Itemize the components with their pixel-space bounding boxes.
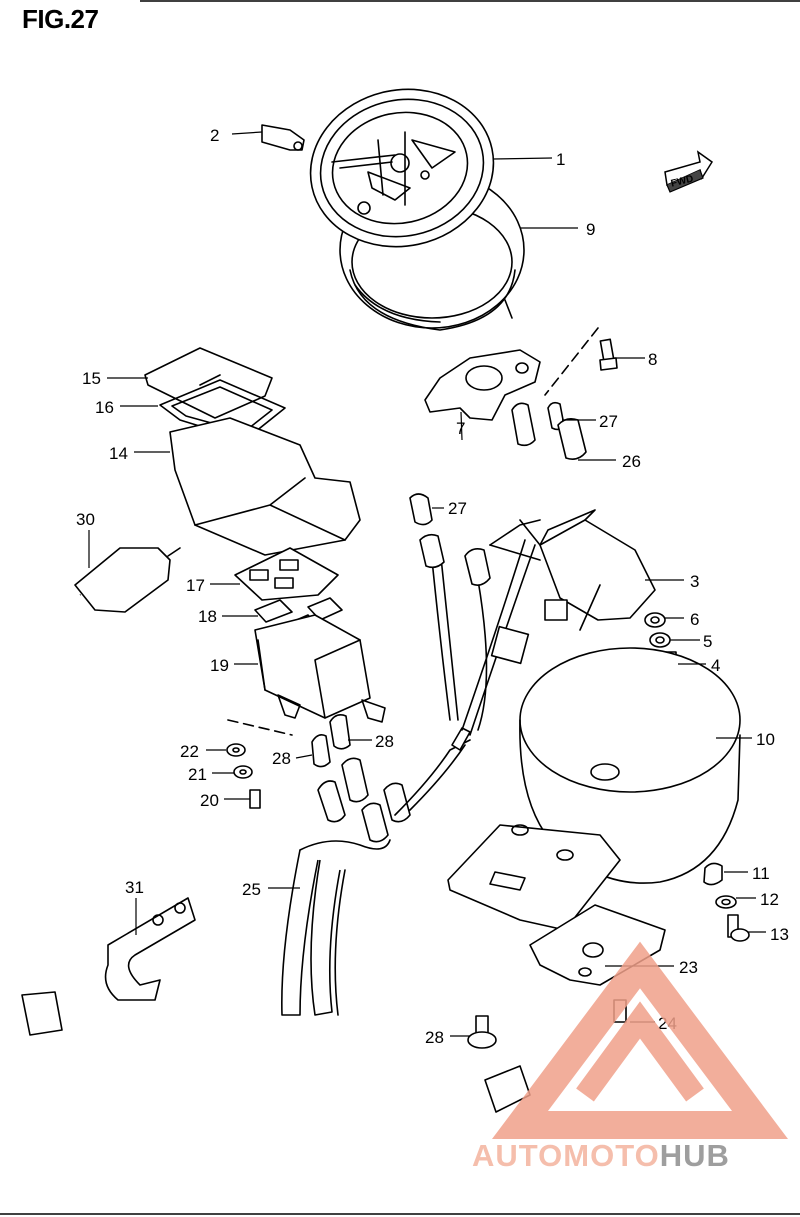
- bolt-part-8: [599, 338, 618, 371]
- bulb-socket-part: [261, 124, 305, 151]
- callout-30: 30: [76, 510, 95, 529]
- callout-4: 4: [711, 656, 720, 675]
- callout-28-left: 28: [272, 749, 291, 768]
- callout-28-right: 28: [375, 732, 394, 751]
- callout-10: 10: [756, 730, 775, 749]
- callout-labels: 2 1 9 8 7 27 26 27 3 6 5 4 10 11 12 13 2…: [76, 126, 789, 1047]
- bolt-part-13: [727, 914, 750, 942]
- callout-29: 28: [425, 1028, 444, 1047]
- callout-25: 25: [242, 880, 261, 899]
- callout-5: 5: [703, 632, 712, 651]
- bulb-part-28-left: [311, 734, 331, 768]
- bulb-part-27-lower: [409, 493, 433, 526]
- washer-part-22: [226, 743, 246, 757]
- watermark-text-part1: AUTOMOTOHUB: [472, 1138, 730, 1173]
- callout-26: 26: [622, 452, 641, 471]
- callout-3: 3: [690, 572, 699, 591]
- callout-23: 23: [679, 958, 698, 977]
- indicator-unit-part-3: [489, 509, 656, 631]
- callout-21: 21: [188, 765, 207, 784]
- callout-22: 22: [180, 742, 199, 761]
- bolt-part-29: [467, 1015, 497, 1049]
- callout-2: 2: [210, 126, 219, 145]
- callout-15: 15: [82, 369, 101, 388]
- callout-8: 8: [648, 350, 657, 369]
- callout-13: 13: [770, 925, 789, 944]
- watermark-hub: HUB: [660, 1138, 730, 1173]
- plate-part-17: [234, 547, 339, 601]
- automotohub-watermark: AUTOMOTOHUB: [472, 941, 788, 1173]
- callout-31: 31: [125, 878, 144, 897]
- washer-part-21: [233, 765, 253, 779]
- callout-17: 17: [186, 576, 205, 595]
- washer-part-12: [715, 895, 737, 909]
- indicator-lens-part-15: [144, 347, 273, 419]
- callout-16: 16: [95, 398, 114, 417]
- grommet-part-11: [703, 862, 723, 886]
- callout-18: 18: [198, 607, 217, 626]
- figure-title: FIG.27: [22, 4, 99, 34]
- wiring-harness-part-25: [281, 519, 541, 1016]
- watermark-automoto: AUTOMOTO: [472, 1138, 660, 1173]
- callout-27-lower: 27: [448, 499, 467, 518]
- callout-19: 19: [210, 656, 229, 675]
- fwd-direction-badge: FWD: [664, 150, 714, 193]
- meter-bracket-part: [424, 349, 541, 421]
- washer-part-5: [649, 632, 671, 648]
- dashed-guide-8: [544, 327, 599, 396]
- cable-clamp-part-31: [104, 897, 196, 1001]
- callout-9: 9: [586, 220, 595, 239]
- callout-11: 11: [752, 864, 770, 883]
- meter-housing-part-10: [447, 647, 741, 931]
- indicator-case-part-14: [169, 417, 361, 556]
- dashed-guide-22: [227, 719, 293, 736]
- socket-housing-part-19: [254, 614, 386, 723]
- speedometer-assembly: [309, 88, 525, 331]
- callout-20: 20: [200, 791, 219, 810]
- callout-6: 6: [690, 610, 699, 629]
- callout-14: 14: [109, 444, 128, 463]
- callout-27-upper: 27: [599, 412, 618, 431]
- fwd-label: FWD: [670, 173, 695, 189]
- bulb-part-28-right: [329, 714, 351, 750]
- gasket-part-16: [159, 379, 286, 441]
- callout-7: 7: [456, 419, 465, 438]
- callout-12: 12: [760, 890, 779, 909]
- screw-part-20: [249, 789, 261, 809]
- washer-part-6: [644, 612, 666, 628]
- callout-1: 1: [556, 150, 565, 169]
